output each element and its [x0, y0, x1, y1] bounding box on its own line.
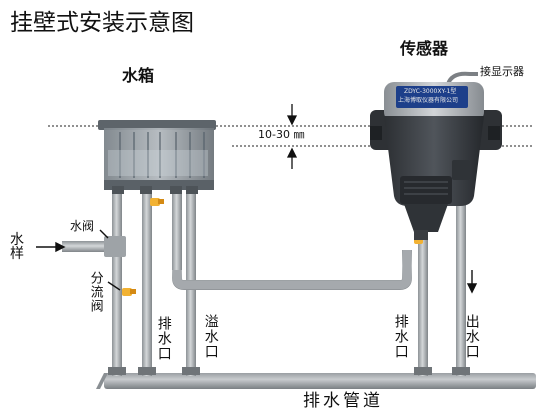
sensor-label: 传感器 — [400, 39, 449, 58]
tank-drain-label: 排水口 — [155, 316, 172, 361]
range-arrows — [286, 104, 298, 169]
outlet-label: 出水口 — [463, 314, 480, 359]
split-valve-label: 分流阀 — [87, 271, 103, 313]
drain-pipe-label: 排水管道 — [303, 391, 383, 411]
sensor-drain-label: 排水口 — [392, 314, 409, 359]
connecting-pipe — [172, 250, 412, 290]
drain-pipe — [104, 373, 536, 389]
water-tank — [98, 120, 216, 194]
water-sample-label: 水样 — [10, 232, 24, 262]
display-label: 接显示器 — [480, 65, 524, 78]
sensor-maker-text: 上海博取仪器有限公司 — [398, 97, 459, 104]
tank-label: 水箱 — [122, 66, 155, 85]
sensor-pipes — [414, 176, 470, 376]
water-valve-label: 水阀 — [70, 219, 95, 233]
reference-lines — [48, 125, 534, 147]
flow-arrows — [36, 229, 478, 294]
sensor-device — [370, 82, 502, 240]
diagram-title: 挂壁式安装示意图 — [10, 10, 194, 36]
sample-inlet-pipe — [62, 241, 122, 252]
sensor-model-text: ZDYC-3000XY-1型 — [404, 88, 457, 95]
display-cable — [446, 71, 478, 85]
range-label: 10-30 ㎜ — [258, 128, 305, 141]
overflow-label: 溢水口 — [202, 314, 219, 359]
